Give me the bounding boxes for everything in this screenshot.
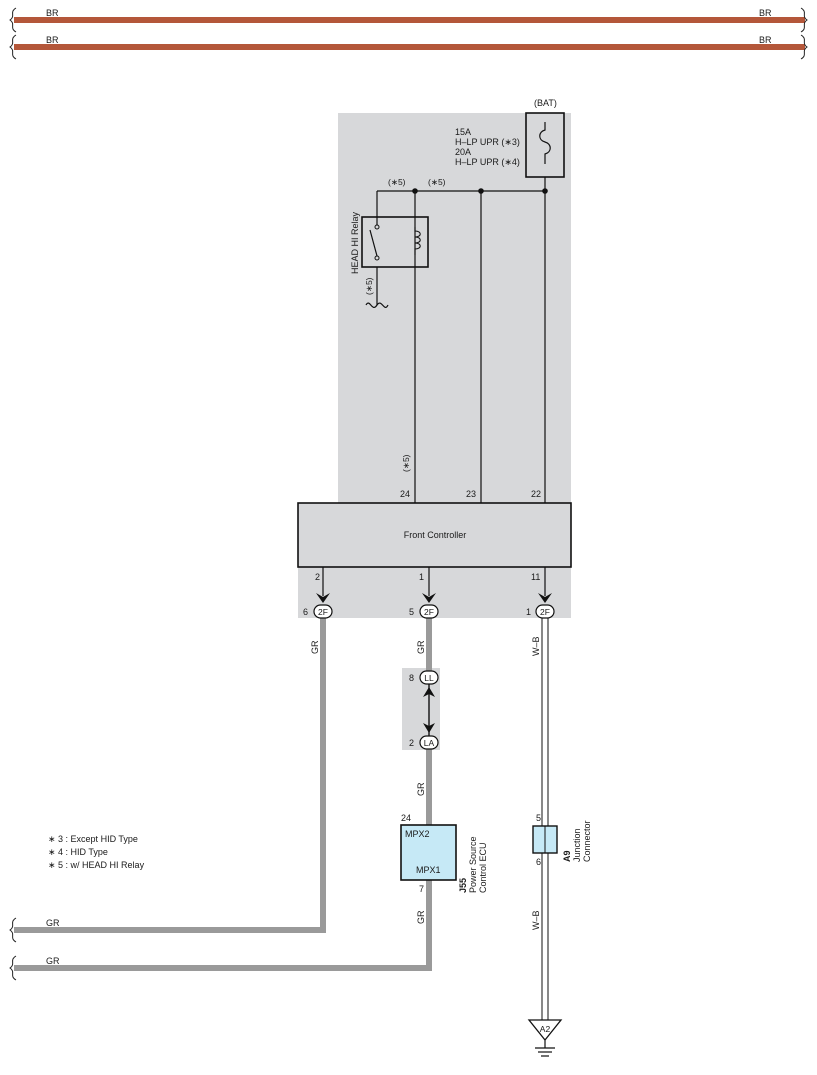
junction-name-2: Connector xyxy=(582,820,592,862)
top-br-wire-1: BR BR xyxy=(9,7,808,33)
junction-pin-top: 5 xyxy=(536,813,541,823)
fuse-source-label: (BAT) xyxy=(534,98,557,108)
svg-text:LA: LA xyxy=(424,738,435,748)
connector-la: LA 2 xyxy=(409,735,439,750)
top-br-wire-2: BR BR xyxy=(9,34,808,60)
ground-icon xyxy=(527,1019,563,1057)
ground-code: A2 xyxy=(540,1024,551,1034)
bottom-wire-1-label: GR xyxy=(46,918,60,928)
ecu-term-bottom: MPX1 xyxy=(416,865,441,875)
svg-text:2F: 2F xyxy=(424,607,434,617)
top-wire-2-right-label: BR xyxy=(759,35,772,45)
ecu-name-2: Control ECU xyxy=(478,842,488,893)
svg-text:8: 8 xyxy=(409,673,414,683)
ecu-pin-bottom: 7 xyxy=(419,884,424,894)
ecu-j55-box xyxy=(400,824,457,881)
branch-note-b: (∗5) xyxy=(428,177,446,187)
fc-top-pin-24: 24 xyxy=(400,489,410,499)
head-hi-relay-box xyxy=(361,216,429,268)
fuse-line4: H–LP UPR (∗4) xyxy=(455,157,520,167)
svg-text:5: 5 xyxy=(409,607,414,617)
gr-wire-left xyxy=(14,618,326,933)
bottom-wire-2-label: GR xyxy=(46,956,60,966)
svg-text:2F: 2F xyxy=(540,607,550,617)
wire-label-gr-mid3: GR xyxy=(416,910,426,924)
bottom-gr-wire-1-end: GR xyxy=(9,917,60,943)
wire-label-wb-bottom: W–B xyxy=(531,910,541,930)
footnote-3: ∗ 3 : Except HID Type xyxy=(48,834,138,844)
connector-2f-mid: 2F 5 xyxy=(409,604,439,619)
footnote-4: ∗ 4 : HID Type xyxy=(48,847,108,857)
top-wire-1-right-label: BR xyxy=(759,8,772,18)
ecu-pin-top: 24 xyxy=(401,813,411,823)
relay-coil-icon xyxy=(414,227,421,255)
shaded-area-upper xyxy=(338,113,571,503)
ecu-name-1: Power Source xyxy=(468,836,478,893)
top-wire-2-left-label: BR xyxy=(46,35,59,45)
top-wire-1-left-label: BR xyxy=(46,8,59,18)
fuse-line2: H–LP UPR (∗3) xyxy=(455,137,520,147)
wire-label-gr-left: GR xyxy=(310,640,320,654)
fuse-line1: 15A xyxy=(455,127,471,137)
svg-text:1: 1 xyxy=(526,607,531,617)
junction-pin-bottom: 6 xyxy=(536,857,541,867)
fuse-line3: 20A xyxy=(455,147,471,157)
junction-name-1: Junction xyxy=(572,828,582,862)
wire-label-wb-top: W–B xyxy=(531,636,541,656)
svg-text:2F: 2F xyxy=(318,607,328,617)
ecu-term-top: MPX2 xyxy=(405,829,430,839)
connector-2f-left: 2F 6 xyxy=(303,604,333,619)
footnotes: ∗ 3 : Except HID Type ∗ 4 : HID Type ∗ 5… xyxy=(48,833,144,872)
wire-label-gr-mid2: GR xyxy=(416,782,426,796)
head-hi-relay-label: HEAD HI Relay xyxy=(350,211,360,274)
front-controller-box xyxy=(297,502,572,568)
footnote-5: ∗ 5 : w/ HEAD HI Relay xyxy=(48,860,145,870)
svg-text:LL: LL xyxy=(424,673,434,683)
fc-top-pin-22: 22 xyxy=(531,489,541,499)
fc-bottom-pin-2: 2 xyxy=(315,572,320,582)
gr-wire-mid-bottom xyxy=(14,880,432,971)
pin24-note: (∗5) xyxy=(401,454,411,472)
fuse-icon xyxy=(539,122,551,164)
relay-note: (∗5) xyxy=(364,277,374,295)
branch-note-a: (∗5) xyxy=(388,177,406,187)
connector-ll: LL 8 xyxy=(409,670,439,685)
fc-bottom-pin-11: 11 xyxy=(531,572,540,582)
connector-2f-right: 2F 1 xyxy=(526,604,555,619)
connector-ll-la-link xyxy=(423,684,435,736)
bottom-gr-wire-2-end: GR xyxy=(9,955,60,981)
fc-top-pin-23: 23 xyxy=(466,489,476,499)
front-controller-label: Front Controller xyxy=(404,530,467,540)
wire-label-gr-mid1: GR xyxy=(416,640,426,654)
svg-text:2: 2 xyxy=(409,738,414,748)
wb-wire xyxy=(541,618,549,1020)
svg-text:6: 6 xyxy=(303,607,308,617)
ecu-code: J55 xyxy=(458,878,468,893)
junction-code: A9 xyxy=(562,850,572,862)
fc-bottom-pin-1: 1 xyxy=(419,572,424,582)
